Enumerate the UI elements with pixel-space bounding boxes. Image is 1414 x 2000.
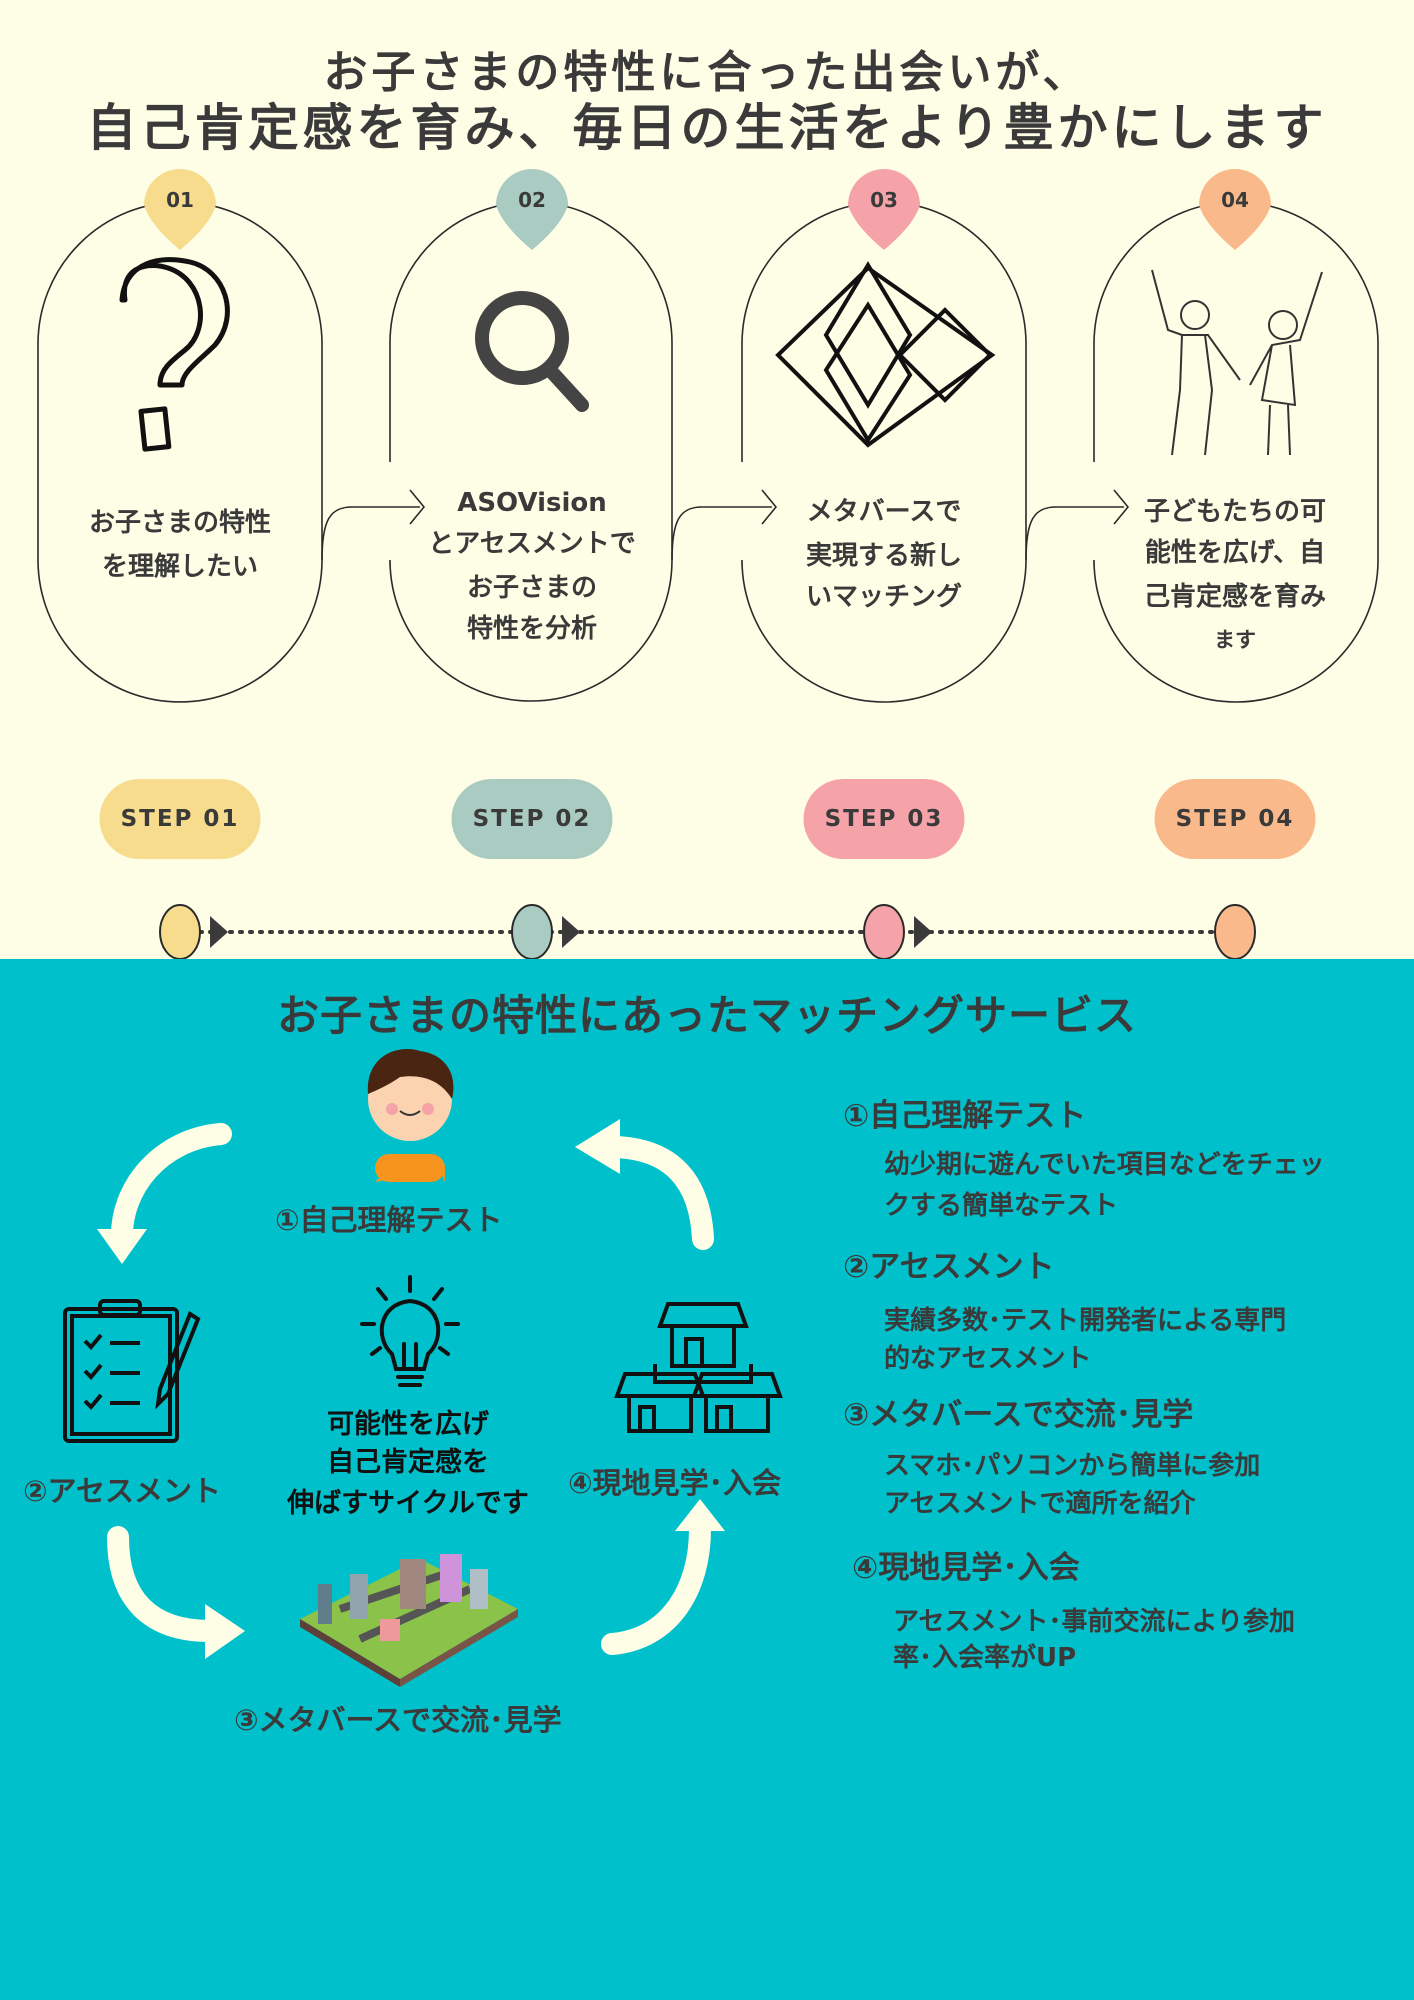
cycle-label-2: ②アセスメント bbox=[23, 1474, 221, 1508]
bubble-4 bbox=[1199, 169, 1271, 250]
cycle-arrow-4 bbox=[604, 1136, 714, 1250]
step-number-1: 01 bbox=[166, 188, 194, 212]
step-4-text: 己肯定感を育み bbox=[1143, 582, 1327, 612]
boy-icon bbox=[367, 1048, 454, 1182]
connector-2-3 bbox=[671, 489, 778, 561]
step-pill-3: STEP 03 bbox=[803, 779, 965, 859]
detail-text-3: スマホ･パソコンから簡単に参加 bbox=[884, 1451, 1261, 1481]
cycle-graphic bbox=[63, 1048, 783, 1687]
cycle-arrow-1 bbox=[110, 1123, 232, 1250]
cycle-center-text: 可能性を広げ bbox=[327, 1409, 489, 1440]
detail-text-3: アセスメントで適所を紹介 bbox=[884, 1489, 1196, 1519]
step-1-text: お子さまの特性 bbox=[88, 508, 272, 538]
lightbulb-icon bbox=[360, 1275, 460, 1387]
step-2-text: とアセスメントで bbox=[428, 529, 636, 559]
step-4-text: 子どもたちの可 bbox=[1143, 497, 1327, 527]
step-card-2 bbox=[389, 201, 673, 702]
cycle-center-text: 伸ばすサイクルです bbox=[287, 1488, 529, 1519]
connector-3-4 bbox=[1025, 489, 1130, 561]
timeline-dot-3 bbox=[863, 904, 905, 960]
cycle-arrow-3 bbox=[601, 1518, 711, 1655]
detail-heading-4: ④現地見学･入会 bbox=[852, 1550, 1080, 1586]
service-title: お子さまの特性にあったマッチングサービス bbox=[276, 991, 1138, 1040]
bubble-1 bbox=[144, 169, 216, 250]
children-icon bbox=[1151, 269, 1323, 456]
shops-icon bbox=[614, 1302, 783, 1433]
detail-text-1: クする簡単なテスト bbox=[884, 1191, 1119, 1221]
step-pill-2: STEP 02 bbox=[451, 779, 613, 859]
detail-text-2: 的なアセスメント bbox=[884, 1344, 1092, 1374]
step-number-2: 02 bbox=[518, 188, 546, 212]
bubble-2 bbox=[496, 169, 568, 250]
step-1-text: を理解したい bbox=[101, 552, 259, 582]
step-card-3 bbox=[741, 201, 1027, 703]
detail-heading-2: ②アセスメント bbox=[843, 1249, 1055, 1285]
connector-1-2 bbox=[321, 489, 426, 561]
puzzle-icon bbox=[775, 261, 996, 448]
step-3-text: いマッチング bbox=[805, 582, 963, 612]
step-3-text: メタバースで bbox=[806, 497, 962, 527]
detail-text-1: 幼少期に遊んでいた項目などをチェッ bbox=[884, 1150, 1325, 1180]
timeline-arrow-2 bbox=[562, 916, 580, 948]
step-4-text: ます bbox=[1214, 628, 1256, 652]
timeline-dot-2 bbox=[511, 904, 553, 960]
step-2-text: ASOVision bbox=[457, 488, 607, 518]
timeline-arrow-1 bbox=[210, 916, 228, 948]
title-line-1: お子さまの特性に合った出会いが、 bbox=[323, 47, 1091, 98]
detail-text-4: アセスメント･事前交流により参加 bbox=[893, 1607, 1295, 1637]
step-3-text: 実現する新し bbox=[805, 541, 963, 571]
number-bubbles bbox=[144, 169, 1271, 250]
service-section bbox=[0, 959, 1414, 2000]
step-number-4: 04 bbox=[1221, 188, 1249, 212]
question-mark-icon bbox=[119, 257, 230, 452]
cycle-label-1: ①自己理解テスト bbox=[275, 1203, 503, 1237]
metaverse-city-icon bbox=[300, 1554, 518, 1687]
step-pill-1: STEP 01 bbox=[99, 779, 261, 859]
step-2-text: お子さまの bbox=[466, 573, 598, 603]
step-card-4 bbox=[1093, 201, 1379, 703]
step-pill-4: STEP 04 bbox=[1154, 779, 1316, 859]
cycle-label-3: ③メタバースで交流･見学 bbox=[234, 1703, 562, 1737]
timeline-dot-4 bbox=[1214, 904, 1256, 960]
magnifier-icon bbox=[475, 291, 589, 412]
cycle-label-4: ④現地見学･入会 bbox=[568, 1466, 782, 1500]
detail-heading-3: ③メタバースで交流･見学 bbox=[843, 1397, 1194, 1433]
detail-text-2: 実績多数･テスト開発者による専門 bbox=[884, 1306, 1287, 1336]
bubble-3 bbox=[848, 169, 920, 250]
cycle-arrow-2 bbox=[107, 1526, 221, 1642]
steps-graphic bbox=[37, 169, 1379, 960]
step-4-text: 能性を広げ、自 bbox=[1144, 538, 1326, 568]
timeline-arrow-3 bbox=[914, 916, 932, 948]
clipboard-icon bbox=[63, 1299, 201, 1443]
detail-text-4: 率･入会率がUP bbox=[893, 1643, 1077, 1673]
timeline bbox=[159, 904, 1256, 960]
step-2-text: 特性を分析 bbox=[466, 614, 598, 644]
timeline-dot-1 bbox=[159, 904, 201, 960]
detail-heading-1: ①自己理解テスト bbox=[843, 1098, 1087, 1134]
step-number-3: 03 bbox=[870, 188, 898, 212]
cycle-center-text: 自己肯定感を bbox=[327, 1447, 489, 1478]
step-card-1 bbox=[37, 201, 323, 703]
title-line-2: 自己肯定感を育み、毎日の生活をより豊かにします bbox=[86, 99, 1328, 157]
